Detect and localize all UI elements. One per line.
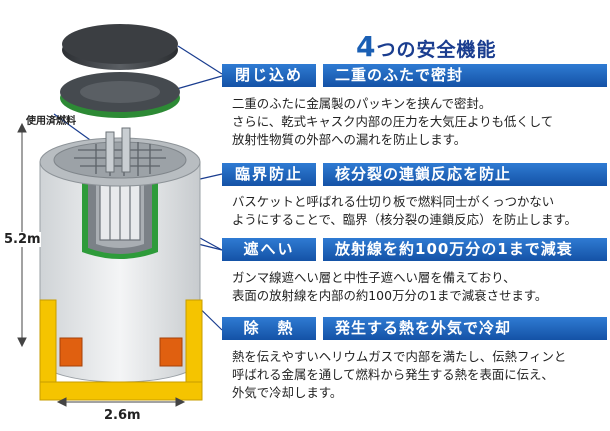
desc-line: 放射性物質の外部への漏れを防止します。 <box>232 132 467 147</box>
desc-line: 外気で冷却します。 <box>232 385 343 400</box>
category-criticality: 臨界防止 <box>222 163 316 186</box>
heading-containment: 二重のふたで密封 <box>323 64 607 87</box>
desc-shielding: ガンマ線遮へい層と中性子遮へい層を備えており、 表面の放射線を内部の約100万分… <box>232 269 547 305</box>
desc-line: 熱を伝えやすいヘリウムガスで内部を満たし、伝熱フィンと <box>232 349 567 364</box>
desc-heat-removal: 熱を伝えやすいヘリウムガスで内部を満たし、伝熱フィンと 呼ばれる金属を通して燃料… <box>232 348 566 402</box>
desc-line: 呼ばれる金属を通して燃料から発生する熱を表面に伝え、 <box>232 367 554 382</box>
cask-body <box>39 127 201 383</box>
desc-line: ようにすることで、臨界（核分裂の連鎖反応）を防止します。 <box>232 212 577 227</box>
category-heat-removal: 除 熱 <box>222 317 316 340</box>
heading-criticality: 核分裂の連鎖反応を防止 <box>323 163 607 186</box>
heading-heat-removal: 発生する熱を外気で冷却 <box>323 317 607 340</box>
desc-criticality: バスケットと呼ばれる仕切り板で燃料同士がくっつかない ようにすることで、臨界（核… <box>232 193 577 229</box>
spent-fuel-label: 使用済燃料 <box>26 116 76 127</box>
width-label: 2.6m <box>104 408 141 423</box>
category-shielding: 遮へい <box>222 238 316 261</box>
outer-lid <box>62 24 178 70</box>
desc-line: さらに、乾式キャスク内部の圧力を大気圧よりも低くして <box>232 114 554 129</box>
category-containment: 閉じ込め <box>222 64 316 87</box>
desc-line: ガンマ線遮へい層と中性子遮へい層を備えており、 <box>232 270 516 285</box>
title-text: つの安全機能 <box>376 39 497 61</box>
support-frame <box>39 299 203 401</box>
page-title: 4つの安全機能 <box>356 30 497 63</box>
width-dimension <box>56 397 186 407</box>
desc-line: 二重のふたに金属製のパッキンを挟んで密封。 <box>232 96 492 111</box>
height-label: 5.2m <box>4 232 41 247</box>
desc-line: バスケットと呼ばれる仕切り板で燃料同士がくっつかない <box>232 194 555 209</box>
title-number: 4 <box>356 30 377 63</box>
desc-containment: 二重のふたに金属製のパッキンを挟んで密封。 さらに、乾式キャスク内部の圧力を大気… <box>232 95 553 149</box>
inner-lid <box>60 72 180 118</box>
desc-line: 表面の放射線を内部の約100万分の1まで減衰させます。 <box>232 288 548 303</box>
heading-shielding: 放射線を約100万分の1まで減衰 <box>323 238 607 261</box>
